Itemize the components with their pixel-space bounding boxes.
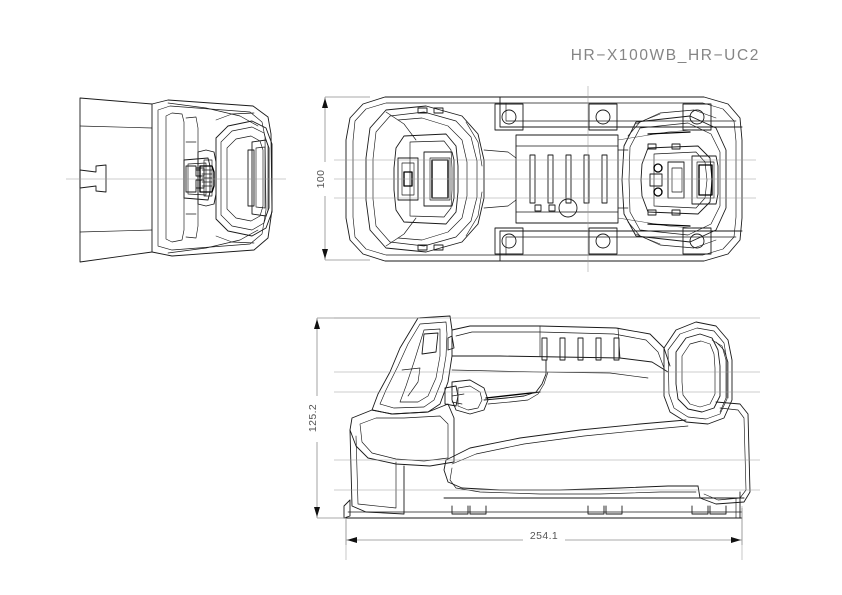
part-title: HR−X100WB_HR−UC2 [570,47,760,64]
device-nest-right [621,109,727,249]
vent-slots-side [541,337,620,361]
mounting-tab-bottom-2 [588,227,618,255]
indicator-square-2 [548,204,556,212]
dimension-125-2: 125.2 [304,317,420,519]
side-elevation-view [334,315,760,560]
mounting-tab-bottom-3 [682,227,712,255]
mounting-tab-top-1 [494,103,524,131]
indicator-square-1 [534,204,542,212]
mounting-tab-top-2 [588,103,618,131]
dimension-254-1: 254.1 [345,508,743,545]
top-plan-view [334,86,756,272]
front-elevation-view [66,97,286,263]
dimension-254-1-label: 254.1 [530,530,558,542]
dimension-100: 100 [312,96,370,261]
mounting-tab-top-3 [682,103,712,131]
dimension-100-label: 100 [315,170,327,189]
dimension-125-2-label: 125.2 [307,404,319,432]
mounting-tab-bottom-1 [494,227,524,255]
round-boss [558,198,578,218]
